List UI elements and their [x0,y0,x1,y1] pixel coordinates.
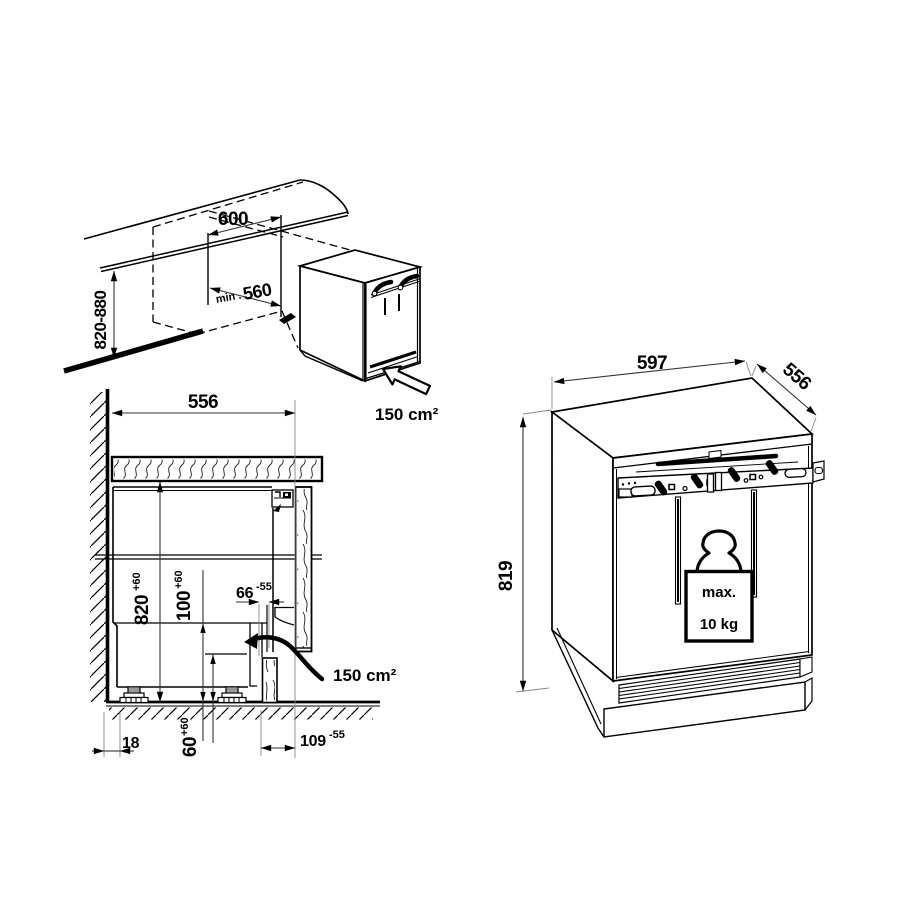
weight-icon: max. 10 kg [684,529,754,643]
door-gap-label: 66 [236,585,254,602]
niche-width-label: 600 [218,209,248,230]
top-edge-notch [708,449,722,460]
dim-appliance-height: 819 [496,409,552,693]
door-load-label-1: max. [702,584,736,601]
door-bottom-bracket [274,606,295,626]
door-load-label-2: 10 kg [700,616,738,633]
ventilation-grille [618,656,813,704]
dim-niche-height: 820-880 [91,270,118,359]
wall-hatching [90,392,106,702]
plinth-recess-label: 109 [300,733,326,750]
appliance-width-label: 597 [637,353,667,374]
niche-vent-slot [279,313,296,324]
appliance-height-label: 819 [496,561,517,591]
adjustable-foot-right [217,686,247,704]
base-clearance-tol: +60 [173,570,185,589]
plinth-recess-tol: -55 [329,729,345,741]
hinge-detail [271,489,294,512]
niche-perspective-diagram: 600 min . 560 820-880 [63,179,439,424]
door-gap-tol: -55 [256,581,272,593]
mounting-rail-detail [617,453,825,499]
cross-section-diagram: 556 820 +60 100 +60 6 [90,389,397,758]
dim-plinth-recess: 109 -55 [260,710,345,756]
base-clearance-label: 100 [174,591,195,621]
section-height-label: 820 [132,595,153,625]
niche-vent-area-label: 150 cm² [375,405,439,424]
appliance-isometric-diagram: max. 10 kg 597 556 819 [496,353,825,738]
dim-vent-gap: 60 +60 [179,653,247,757]
plinth-board [261,657,278,704]
vent-gap-label: 60 [180,737,201,757]
suspension-rod-left [674,496,682,605]
section-vent-area-label: 150 cm² [333,666,397,685]
wall-distance-label: 18 [122,735,140,752]
dim-niche-width: 600 [207,209,282,236]
dim-appliance-width: 597 [551,353,752,409]
box-door-rail [370,273,420,315]
niche-height-label: 820-880 [91,291,110,350]
adjustable-foot-left [119,686,149,704]
section-width-label: 556 [188,392,218,413]
niche-depth-prefix: min . [215,290,242,306]
countertop-section [110,455,324,483]
floor-edge-line [63,328,204,374]
dim-door-gap: 66 -55 [236,581,284,656]
section-height-tol: +60 [131,572,143,591]
counter-outline [83,179,349,273]
dim-wall-distance: 18 [92,712,140,757]
niche-depth-label: 560 [241,279,273,304]
appliance-depth-label: 556 [778,359,815,395]
appliance-left-face [551,410,614,683]
floor-hatching [109,707,373,720]
floor-line [106,700,380,720]
airflow-arrow-icon [381,365,431,396]
dim-base-clearance: 100 +60 [173,570,206,741]
airflow-curved-arrow-icon [244,633,325,682]
dim-niche-depth: min . 560 [209,279,282,307]
vent-gap-tol: +60 [179,717,191,736]
appliance-box [296,249,424,383]
furniture-door-panel [294,486,313,653]
dim-section-width: 556 [111,392,296,758]
appliance-plinth [551,627,813,738]
dim-section-height: 820 +60 [131,481,164,703]
break-lines [95,554,322,560]
suspension-rod-right [750,489,758,598]
